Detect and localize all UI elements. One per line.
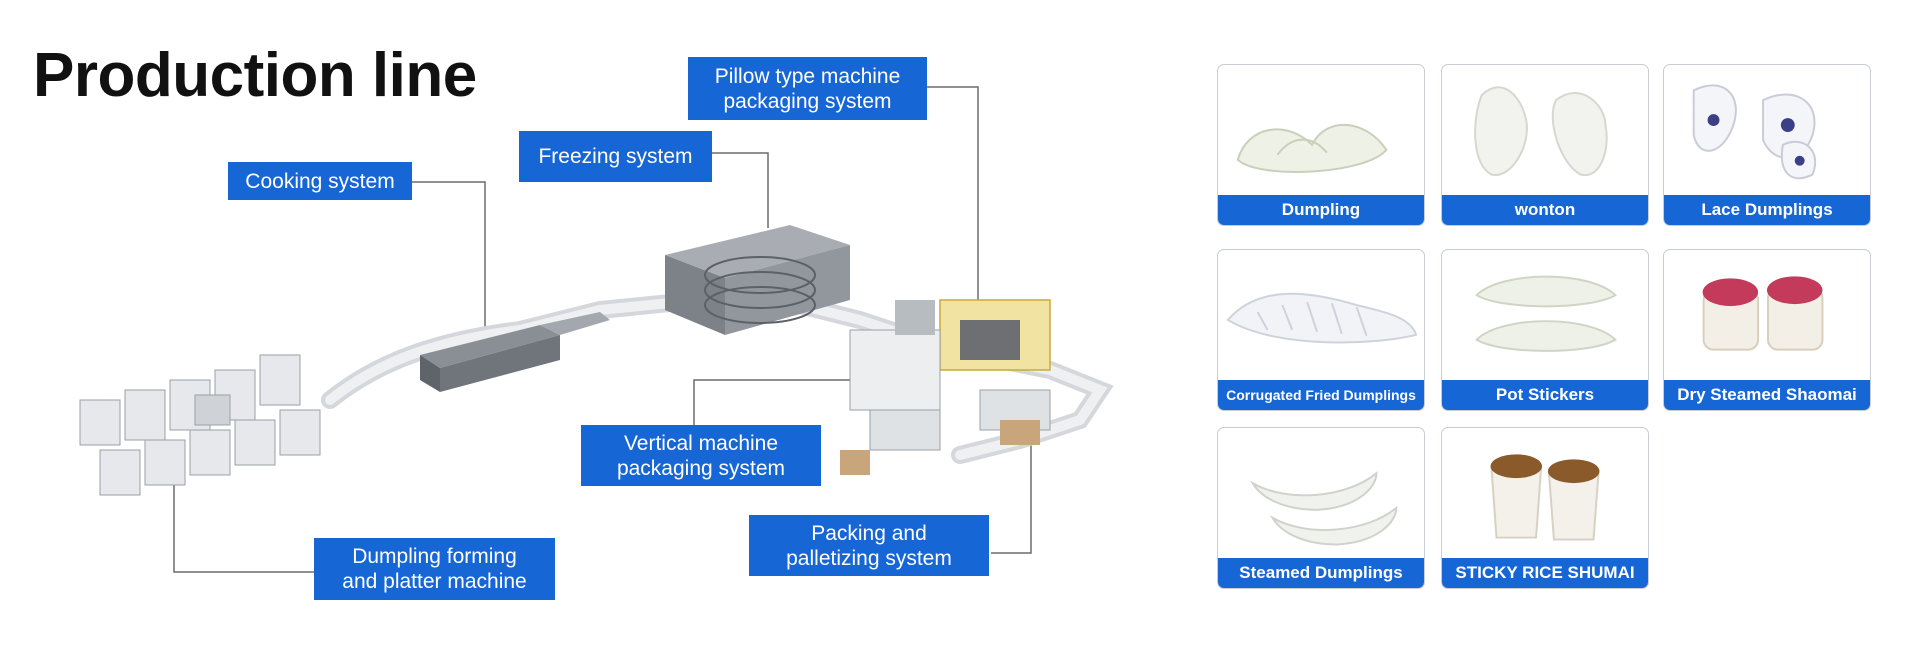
- label-freezing-system: Freezing system: [519, 131, 712, 182]
- label-freezing-line1: Freezing system: [538, 145, 693, 168]
- label-cooking-system: Cooking system: [228, 162, 412, 200]
- fried-dumpling-icon: [1226, 292, 1418, 344]
- wonton-icon: [1474, 86, 1608, 176]
- product-name: Steamed Dumplings: [1218, 558, 1424, 588]
- label-forming-line1: Dumpling forming: [352, 545, 517, 568]
- product-card-lace-dumplings[interactable]: Lace Dumplings: [1663, 64, 1871, 226]
- label-packing-line1: Packing and: [811, 521, 927, 545]
- label-packing-palletizing: Packing and palletizing system: [749, 515, 989, 576]
- product-card-pot-stickers[interactable]: Pot Stickers: [1441, 249, 1649, 411]
- lace-dumpling-icon: [1692, 84, 1817, 180]
- product-name: Dry Steamed Shaomai: [1664, 380, 1870, 410]
- label-vertical-line1: Vertical machine: [623, 431, 779, 455]
- label-vertical-line2: packaging system: [616, 456, 786, 480]
- label-dumpling-forming: Dumpling forming and platter machine: [314, 538, 555, 600]
- dumpling-icon: [1236, 123, 1388, 173]
- label-pillow-line2: packaging system: [723, 89, 892, 113]
- product-card-corrugated-fried-dumplings[interactable]: Corrugated Fried Dumplings: [1217, 249, 1425, 411]
- sticky-rice-shumai-icon: [1490, 454, 1600, 541]
- label-pillow-line1: Pillow type machine: [714, 64, 901, 88]
- label-pillow-packaging: Pillow type machine packaging system: [688, 57, 927, 120]
- product-card-dumpling[interactable]: Dumpling: [1217, 64, 1425, 226]
- connector-lines: [173, 86, 1032, 573]
- label-vertical-packaging: Vertical machine packaging system: [581, 425, 821, 486]
- product-name: Pot Stickers: [1442, 380, 1648, 410]
- packaging-machines: [840, 299, 1051, 475]
- steamed-dumpling-icon: [1249, 471, 1398, 546]
- product-name: Dumpling: [1218, 195, 1424, 225]
- production-line-diagram: [79, 86, 1114, 573]
- product-name: Corrugated Fried Dumplings: [1218, 380, 1424, 410]
- shaomai-icon: [1702, 276, 1824, 351]
- freezing-tower: [665, 225, 850, 335]
- product-card-wonton[interactable]: wonton: [1441, 64, 1649, 226]
- pot-sticker-icon: [1475, 275, 1617, 352]
- page-title: Production line: [33, 41, 477, 110]
- label-cooking-line1: Cooking system: [245, 169, 395, 193]
- product-name: Lace Dumplings: [1664, 195, 1870, 225]
- product-name: STICKY RICE SHUMAI: [1442, 558, 1648, 588]
- cooking-tank: [420, 312, 610, 392]
- label-packing-line2: palletizing system: [786, 546, 952, 570]
- product-name: wonton: [1442, 195, 1648, 225]
- product-card-sticky-rice-shumai[interactable]: STICKY RICE SHUMAI: [1441, 427, 1649, 589]
- product-card-dry-steamed-shaomai[interactable]: Dry Steamed Shaomai: [1663, 249, 1871, 411]
- label-forming-line2: and platter machine: [342, 570, 527, 593]
- forming-machines: [79, 354, 321, 496]
- product-card-steamed-dumplings[interactable]: Steamed Dumplings: [1217, 427, 1425, 589]
